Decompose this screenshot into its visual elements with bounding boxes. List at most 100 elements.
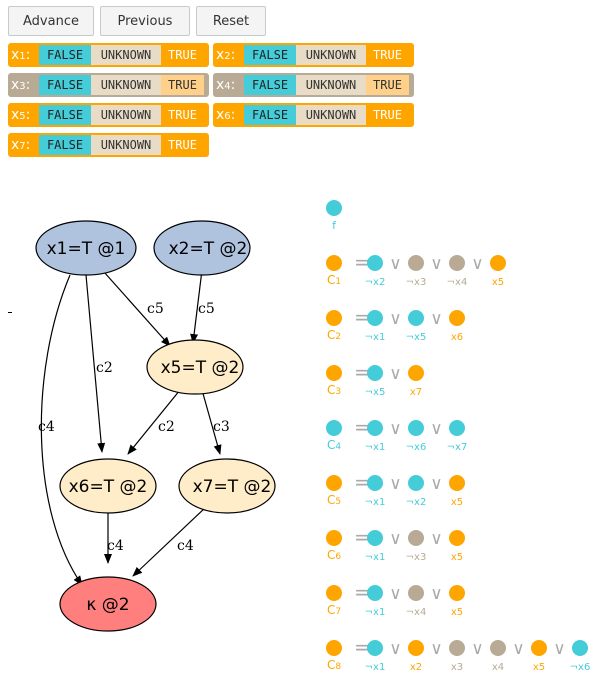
x6-true-option[interactable]: TRUE xyxy=(366,105,409,125)
variable-name: x xyxy=(216,107,225,123)
literal-dot[interactable] xyxy=(367,530,383,546)
advance-button[interactable]: Advance xyxy=(8,6,94,36)
clause-c5-dot[interactable] xyxy=(326,475,342,491)
node-conflict[interactable]: κ @2 xyxy=(59,576,157,632)
literal-dot[interactable] xyxy=(408,640,424,656)
literal-dot[interactable] xyxy=(449,530,465,546)
literal-dot[interactable] xyxy=(449,310,465,326)
x6-unknown-option[interactable]: UNKNOWN xyxy=(296,105,366,125)
equals-sign: = xyxy=(354,360,371,384)
literal-dot[interactable] xyxy=(367,310,383,326)
x5-false-option[interactable]: FALSE xyxy=(39,105,91,125)
literal-label: ¬x3 xyxy=(406,552,427,563)
edge-label-x1-x6: c2 xyxy=(96,360,113,376)
literal-dot[interactable] xyxy=(449,585,465,601)
clause-c2-label: C2 xyxy=(327,328,341,342)
implication-graph: c5 c5 c2 c2 c3 c4 c4 c4 x1=T @1 x2=T @2 … xyxy=(35,220,276,632)
literal-label: ¬x1 xyxy=(365,332,386,343)
literal-dot[interactable] xyxy=(367,420,383,436)
x1-false-option[interactable]: FALSE xyxy=(39,45,91,65)
variable-name: x xyxy=(216,77,225,93)
literal-dot[interactable] xyxy=(449,640,465,656)
edge-x2-x5 xyxy=(190,269,203,344)
literal-label: ¬x3 xyxy=(406,277,427,288)
literal-dot[interactable] xyxy=(367,640,383,656)
x7-true-option[interactable]: TRUE xyxy=(161,135,204,155)
clause-c7-dot[interactable] xyxy=(326,585,342,601)
clause-c4-label: C4 xyxy=(327,438,341,452)
literal-dot[interactable] xyxy=(367,255,383,271)
literal-dot[interactable] xyxy=(367,365,383,381)
x5-true-option[interactable]: TRUE xyxy=(161,105,204,125)
literal-dot[interactable] xyxy=(449,475,465,491)
clause-c8-label: C8 xyxy=(327,658,341,672)
node-x1[interactable]: x1=T @1 xyxy=(35,220,137,276)
variable-name: x xyxy=(11,77,20,93)
literal-dot[interactable] xyxy=(449,255,465,271)
x2-false-option[interactable]: FALSE xyxy=(244,45,296,65)
node-x6[interactable]: x6=T @2 xyxy=(59,458,157,514)
literal-dot[interactable] xyxy=(408,585,424,601)
formula-label: f xyxy=(332,219,337,232)
clause-c6-dot[interactable] xyxy=(326,530,342,546)
x2-unknown-option[interactable]: UNKNOWN xyxy=(296,45,366,65)
literal-dot[interactable] xyxy=(408,530,424,546)
control-toolbar: Advance Previous Reset xyxy=(8,6,266,36)
x3-false-option[interactable]: FALSE xyxy=(39,75,91,95)
clause-c8-dot[interactable] xyxy=(326,640,342,656)
literal-dot[interactable] xyxy=(367,475,383,491)
edge-label-x2-x5: c5 xyxy=(198,301,215,317)
x3-unknown-option[interactable]: UNKNOWN xyxy=(91,75,161,95)
literal-dot[interactable] xyxy=(408,420,424,436)
clause-c4-dot[interactable] xyxy=(326,420,342,436)
node-x5[interactable]: x5=T @2 xyxy=(146,339,244,395)
clause-c2-dot[interactable] xyxy=(326,310,342,326)
clause-c3-dot[interactable] xyxy=(326,365,342,381)
literal-dot[interactable] xyxy=(408,310,424,326)
literal-dot[interactable] xyxy=(572,640,588,656)
x7-false-option[interactable]: FALSE xyxy=(39,135,91,155)
literal-dot[interactable] xyxy=(367,585,383,601)
variable-index: 1 xyxy=(19,51,26,62)
node-x7[interactable]: x7=T @2 xyxy=(178,458,276,514)
literal-dot[interactable] xyxy=(490,640,506,656)
node-x2[interactable]: x2=T @2 xyxy=(153,220,251,276)
graph-edges xyxy=(40,269,222,586)
x2-true-option[interactable]: TRUE xyxy=(366,45,409,65)
x5-unknown-option[interactable]: UNKNOWN xyxy=(91,105,161,125)
x4-true-option[interactable]: TRUE xyxy=(366,75,409,95)
formula-dot[interactable] xyxy=(326,200,342,216)
x3-true-option[interactable]: TRUE xyxy=(161,75,204,95)
x7-unknown-option[interactable]: UNKNOWN xyxy=(91,135,161,155)
node-x1-label: x1=T @1 xyxy=(47,239,126,259)
literal-dot[interactable] xyxy=(531,640,547,656)
literal-dot[interactable] xyxy=(490,255,506,271)
x1-unknown-option[interactable]: UNKNOWN xyxy=(91,45,161,65)
graph-dash-mark xyxy=(8,312,12,313)
or-operator: ∨ xyxy=(430,584,442,604)
equals-sign: = xyxy=(354,470,371,494)
equals-sign: = xyxy=(354,305,371,329)
or-operator: ∨ xyxy=(389,364,401,384)
x4-false-option[interactable]: FALSE xyxy=(244,75,296,95)
literal-dot[interactable] xyxy=(408,255,424,271)
edge-label-x7-k: c4 xyxy=(177,538,194,554)
reset-button[interactable]: Reset xyxy=(196,6,266,36)
x6-false-option[interactable]: FALSE xyxy=(244,105,296,125)
x1-true-option[interactable]: TRUE xyxy=(161,45,204,65)
literal-dot[interactable] xyxy=(449,420,465,436)
or-operator: ∨ xyxy=(389,639,401,659)
literal-label: x2 xyxy=(410,662,422,673)
clause-c1-dot[interactable] xyxy=(326,255,342,271)
literal-dot[interactable] xyxy=(408,475,424,491)
literal-dot[interactable] xyxy=(408,365,424,381)
or-operator: ∨ xyxy=(389,529,401,549)
x4-unknown-option[interactable]: UNKNOWN xyxy=(296,75,366,95)
clause-c6: C6=¬x1∨¬x3∨x5 xyxy=(326,525,465,563)
node-x7-label: x7=T @2 xyxy=(193,477,272,497)
equals-sign: = xyxy=(354,635,371,659)
previous-button[interactable]: Previous xyxy=(100,6,190,36)
clause-c8: C8=¬x1∨x2∨x3∨x4∨x5∨¬x6 xyxy=(326,635,590,673)
